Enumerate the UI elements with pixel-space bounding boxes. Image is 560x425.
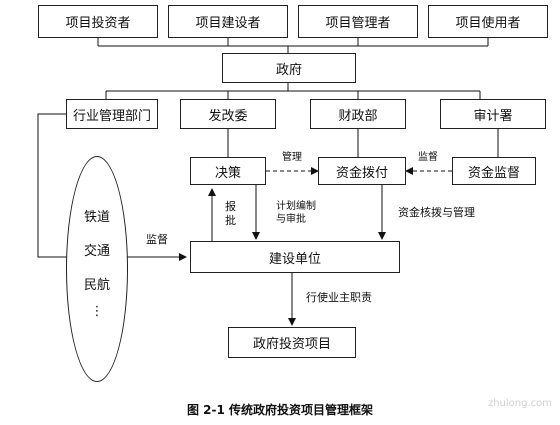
audit-box: 审计署 bbox=[440, 99, 546, 129]
builder-box: 项目建设者 bbox=[168, 5, 288, 38]
fund-payment-box: 资金拨付 bbox=[318, 157, 406, 185]
decision-box: 决策 bbox=[190, 157, 266, 185]
plan-approval-label: 计划编制 与审批 bbox=[276, 201, 316, 225]
government-to-departments-connector bbox=[105, 83, 481, 99]
oval-item-ellipsis: ⋮ bbox=[90, 304, 104, 319]
management-label: 管理 bbox=[282, 152, 302, 163]
report-approval-label: 报 批 bbox=[225, 200, 236, 227]
industry-oval bbox=[66, 156, 128, 382]
ndrc-box: 发改委 bbox=[180, 99, 276, 129]
oval-item-aviation: 民航 bbox=[83, 278, 110, 293]
user-box: 项目使用者 bbox=[428, 5, 548, 38]
oval-item-transport: 交通 bbox=[83, 244, 110, 259]
manager-box: 项目管理者 bbox=[298, 5, 418, 38]
owner-responsibility-label: 行使业主职责 bbox=[306, 291, 372, 304]
gov-project-box: 政府投资项目 bbox=[228, 327, 356, 358]
fund-supervision-box: 资金监督 bbox=[452, 157, 536, 185]
industry-dept-box: 行业管理部门 bbox=[66, 99, 158, 129]
figure-caption: 图 2-1 传统政府投资项目管理框架 bbox=[186, 403, 374, 417]
investor-box: 项目投资者 bbox=[38, 5, 158, 38]
oval-item-railway: 铁道 bbox=[83, 210, 110, 225]
supervision-top-label: 监督 bbox=[418, 152, 438, 163]
construction-unit-box: 建设单位 bbox=[190, 241, 400, 273]
fund-review-label: 资金核拨与管理 bbox=[398, 206, 475, 219]
top-to-government-connector bbox=[97, 38, 489, 53]
watermark: zhulong.com bbox=[487, 398, 552, 409]
finance-box: 财政部 bbox=[310, 99, 406, 129]
supervision-left-label: 监督 bbox=[146, 233, 168, 246]
government-box: 政府 bbox=[222, 53, 356, 83]
